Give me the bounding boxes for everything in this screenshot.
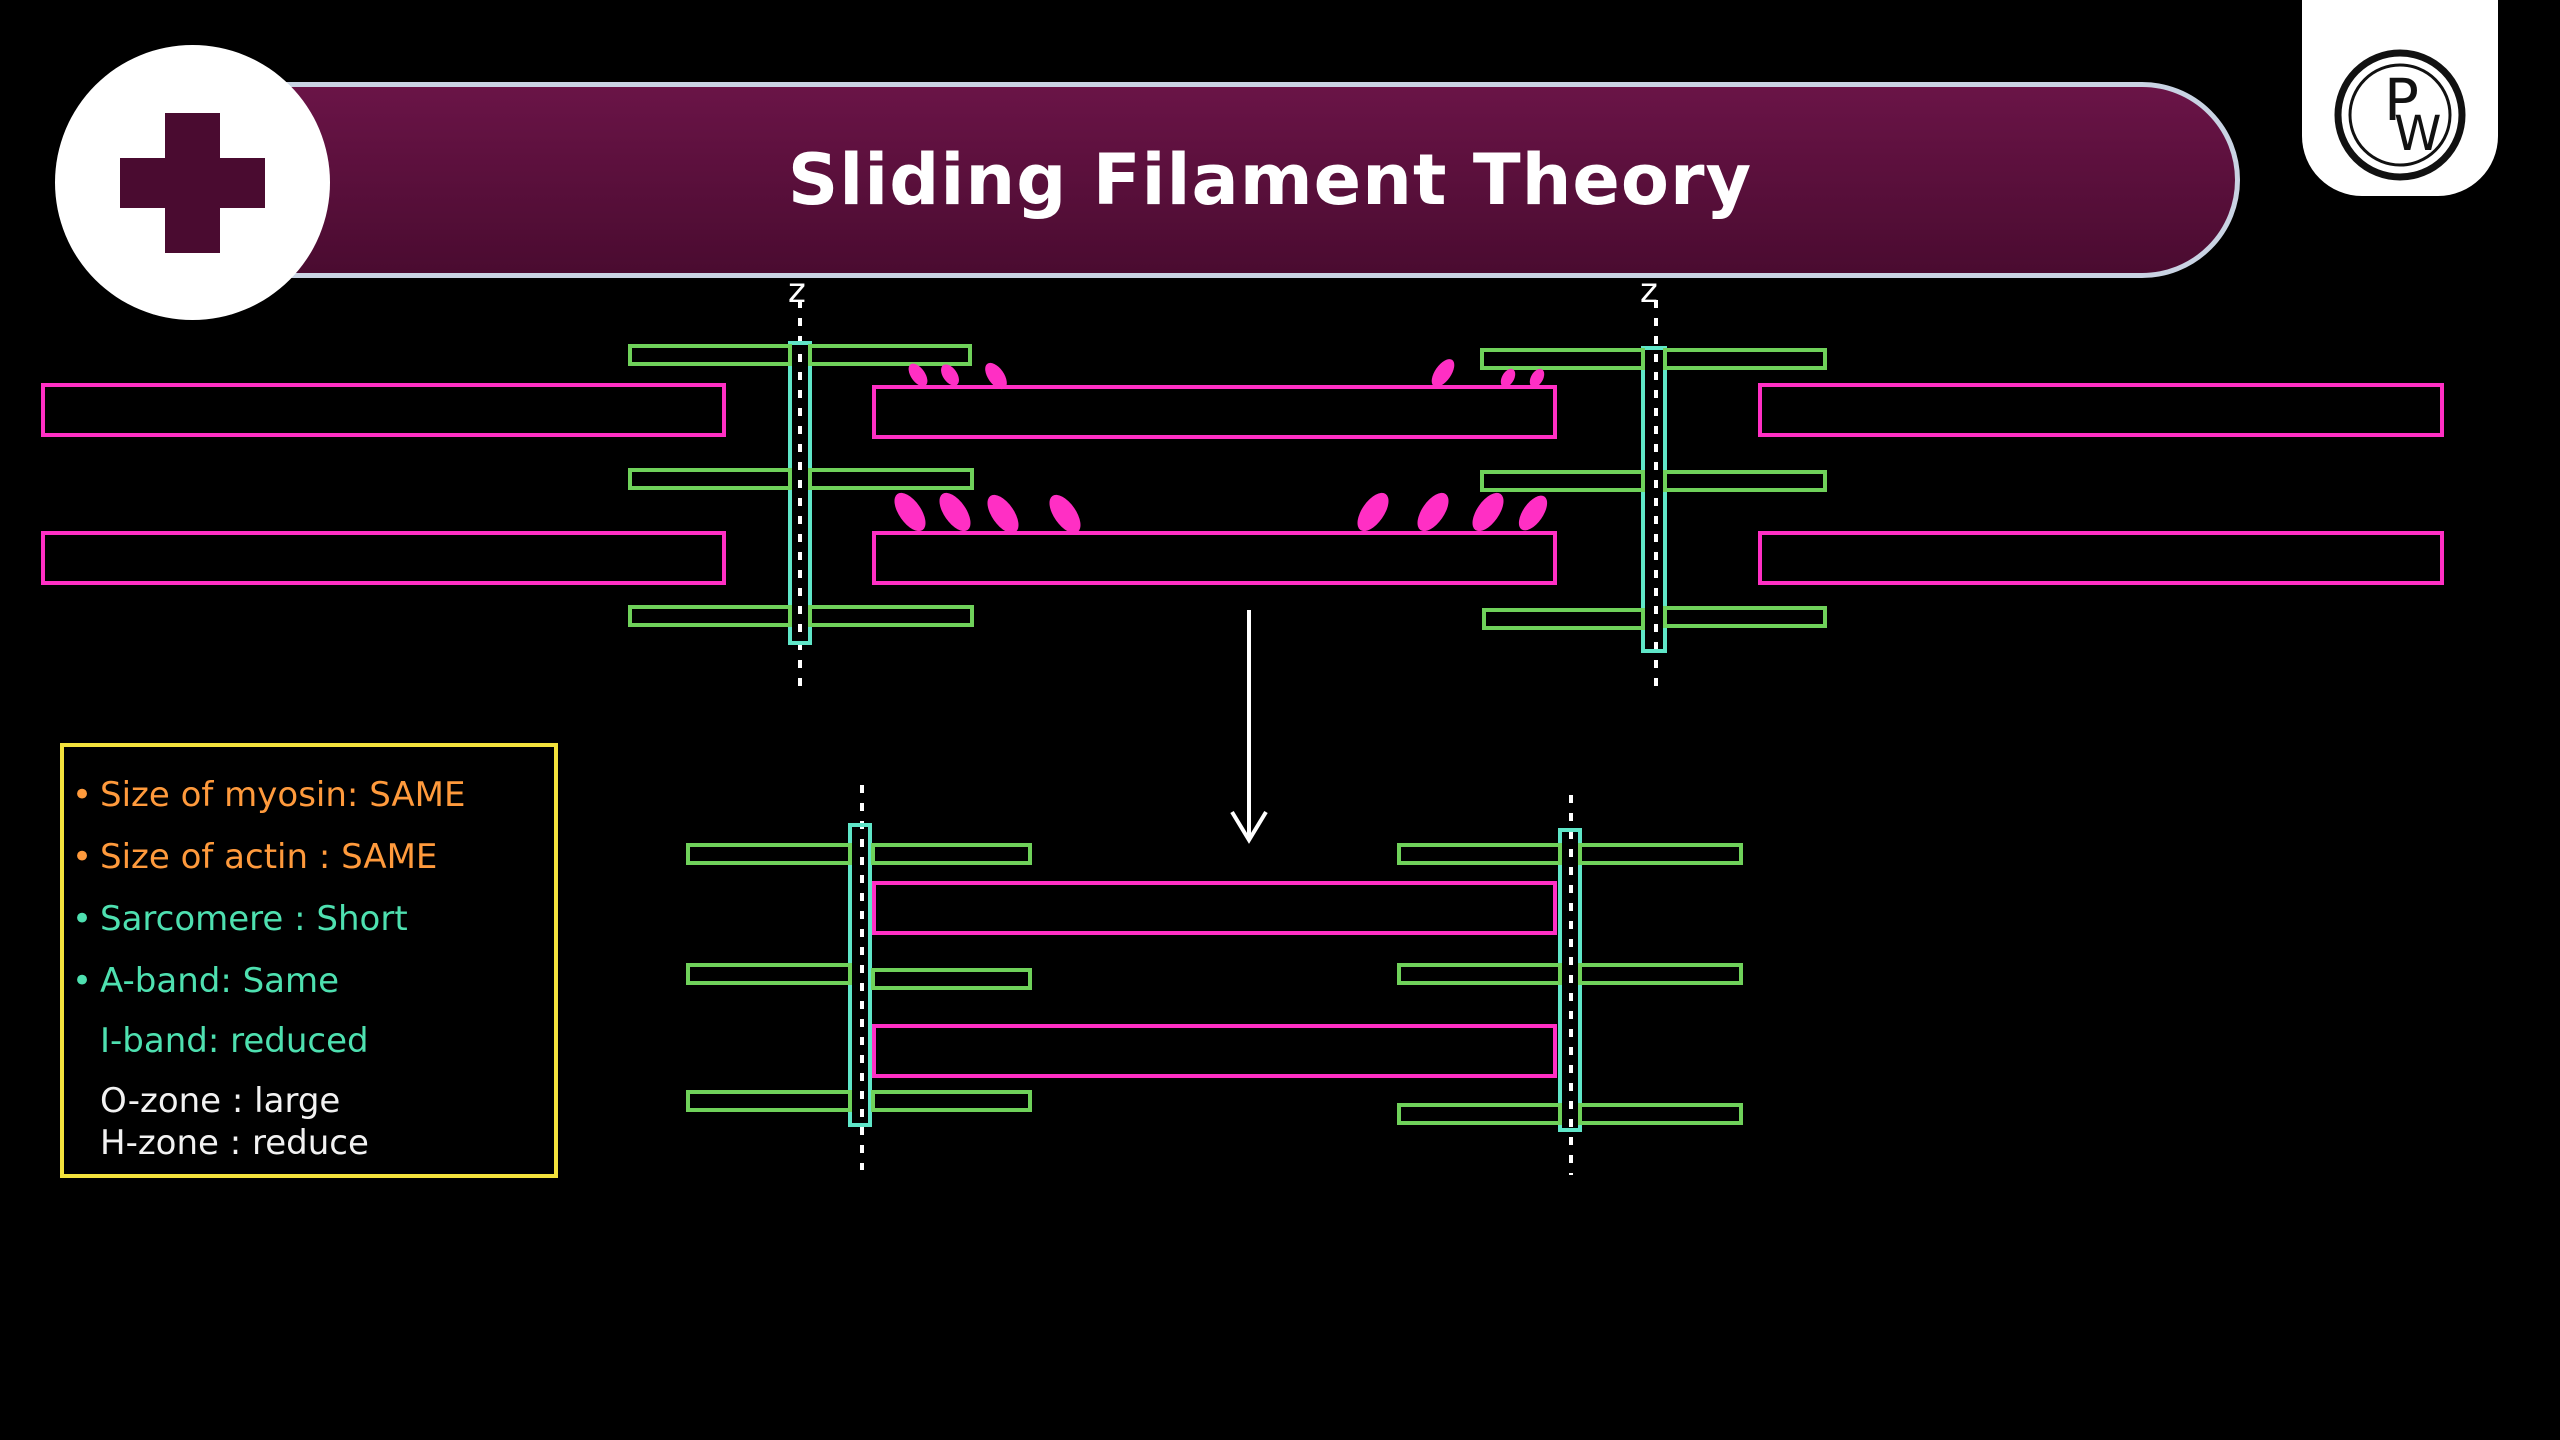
actin-filament xyxy=(1480,348,1645,370)
actin-filament xyxy=(628,344,792,366)
contraction-arrow xyxy=(1230,610,1268,844)
z-label: z xyxy=(788,271,806,311)
actin-filament xyxy=(1397,1103,1562,1125)
actin-filament xyxy=(871,1090,1032,1112)
pw-logo-icon: P W xyxy=(2334,49,2466,181)
actin-filament xyxy=(808,344,972,366)
actin-filament xyxy=(1480,470,1645,492)
page-title: Sliding Filament Theory xyxy=(787,139,1753,221)
note-sarcomere: •Sarcomere : Short xyxy=(71,899,408,939)
actin-filament xyxy=(1482,608,1645,630)
note-h-zone: H-zone : reduce xyxy=(100,1123,369,1163)
z-disc xyxy=(1641,346,1667,653)
observations-box: •Size of myosin: SAME •Size of actin : S… xyxy=(60,743,558,1178)
relaxed-sarcomere: z z xyxy=(41,271,2444,690)
note-myosin-size: •Size of myosin: SAME xyxy=(71,775,466,815)
myosin-filament xyxy=(41,383,726,437)
myosin-filament xyxy=(1758,531,2444,585)
myosin-filament xyxy=(872,1024,1557,1078)
z-disc xyxy=(788,341,812,645)
myosin-filament xyxy=(872,385,1557,439)
myosin-filament xyxy=(872,531,1557,585)
actin-filament xyxy=(1663,348,1827,370)
actin-filament xyxy=(808,605,974,627)
actin-filament xyxy=(1578,1103,1743,1125)
actin-filament xyxy=(871,968,1032,990)
note-a-band: •A-band: Same xyxy=(71,961,340,1001)
actin-filament xyxy=(1663,606,1827,628)
actin-filament xyxy=(1578,963,1743,985)
actin-filament xyxy=(1578,843,1743,865)
actin-filament xyxy=(1397,963,1562,985)
actin-filament xyxy=(871,843,1032,865)
medical-cross-badge xyxy=(55,45,330,320)
myosin-filament xyxy=(41,531,726,585)
actin-filament xyxy=(628,605,792,627)
note-o-zone: O-zone : large xyxy=(100,1081,341,1121)
myosin-filament xyxy=(1758,383,2444,437)
logo-letter-p: P xyxy=(2384,66,2419,134)
actin-filament xyxy=(686,963,852,985)
actin-filament xyxy=(808,468,974,490)
pw-logo: P W xyxy=(2302,0,2498,196)
z-label: z xyxy=(1640,271,1658,311)
actin-filament xyxy=(1397,843,1562,865)
medical-cross-icon xyxy=(120,113,265,253)
myosin-filament xyxy=(872,881,1557,935)
contracted-sarcomere xyxy=(686,785,1743,1175)
logo-letter-w: W xyxy=(2394,106,2441,162)
title-banner xyxy=(230,82,2240,278)
note-i-band: I-band: reduced xyxy=(100,1021,369,1061)
actin-filament xyxy=(686,1090,852,1112)
actin-filament xyxy=(1663,470,1827,492)
actin-filament xyxy=(628,468,792,490)
actin-filament xyxy=(686,843,852,865)
myosin-heads xyxy=(894,359,1548,534)
note-actin-size: •Size of actin : SAME xyxy=(71,837,438,877)
